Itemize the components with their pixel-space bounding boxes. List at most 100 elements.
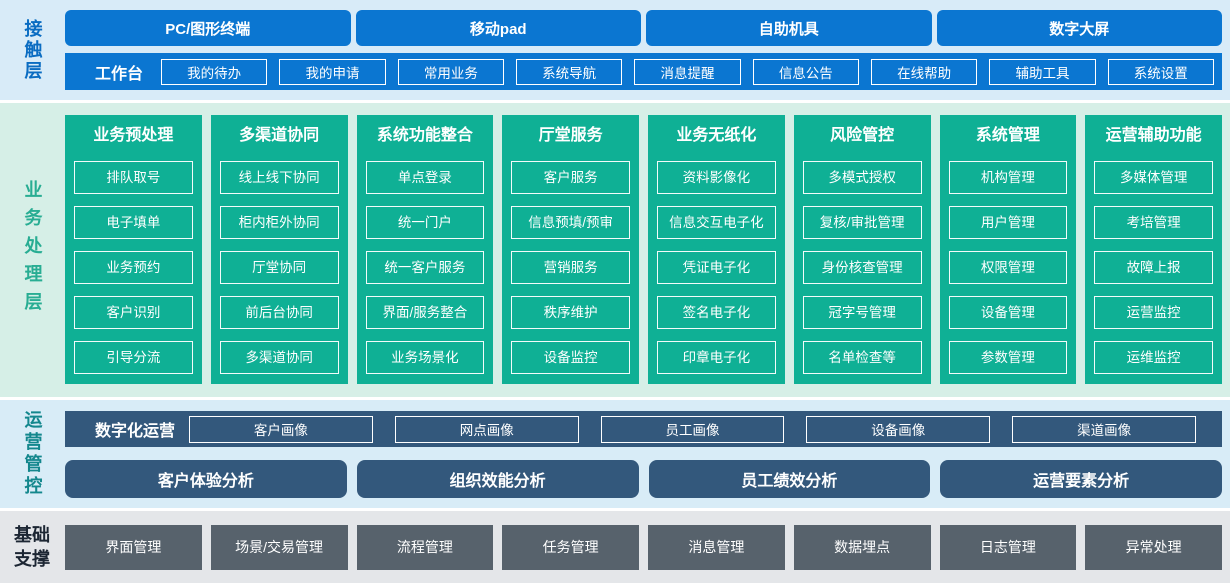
business-item-box: 参数管理 (948, 341, 1068, 374)
analysis-box: 组织效能分析 (356, 460, 639, 498)
workbench-box: 我的申请 (279, 58, 386, 85)
business-column: 多渠道协同线上线下协同柜内柜外协同厅堂协同前后台协同多渠道协同 (210, 115, 348, 384)
business-item-box: 用户管理 (948, 206, 1068, 239)
terminal-box: 自助机具 (646, 10, 932, 46)
portrait-box: 网点画像 (394, 415, 579, 443)
business-item-box: 设备管理 (948, 296, 1068, 329)
business-item-box: 单点登录 (365, 161, 485, 194)
business-item-box: 印章电子化 (657, 341, 776, 374)
foundation-box: 日志管理 (939, 524, 1077, 570)
business-column-title: 厅堂服务 (538, 127, 603, 144)
workbench-box: 辅助工具 (989, 58, 1096, 85)
workbench-box: 我的待办 (161, 58, 268, 85)
portrait-items: 客户画像网点画像员工画像设备画像渠道画像 (189, 415, 1222, 443)
foundation-box: 任务管理 (502, 524, 639, 570)
business-item-box: 签名电子化 (657, 296, 776, 329)
business-item-box: 前后台协同 (219, 296, 339, 329)
business-item-box: 电子填单 (74, 206, 193, 239)
business-column-title: 运营辅助功能 (1105, 127, 1202, 144)
business-item-box: 客户服务 (511, 161, 630, 194)
business-columns: 业务预处理排队取号电子填单业务预约客户识别引导分流多渠道协同线上线下协同柜内柜外… (65, 115, 1222, 384)
business-layer-label: 业务处理层 (22, 180, 43, 320)
portrait-box: 员工画像 (600, 415, 785, 443)
business-item-box: 凭证电子化 (657, 251, 776, 284)
workbench-box: 消息提醒 (634, 58, 741, 85)
foundation-row: 界面管理场景/交易管理流程管理任务管理消息管理数据埋点日志管理异常处理 (65, 524, 1222, 570)
operations-content: 数字化运营 客户画像网点画像员工画像设备画像渠道画像 客户体验分析组织效能分析员… (65, 400, 1230, 508)
business-item-box: 资料影像化 (657, 161, 776, 194)
business-column-title: 风险管控 (830, 127, 895, 144)
business-column: 运营辅助功能多媒体管理考培管理故障上报运营监控运维监控 (1085, 115, 1222, 384)
workbench-box: 常用业务 (397, 58, 504, 85)
business-column: 业务无纸化资料影像化信息交互电子化凭证电子化签名电子化印章电子化 (648, 115, 785, 384)
foundation-box: 场景/交易管理 (210, 524, 348, 570)
business-item-box: 多渠道协同 (219, 341, 339, 374)
business-layer-content: 业务预处理排队取号电子填单业务预约客户识别引导分流多渠道协同线上线下协同柜内柜外… (65, 103, 1230, 397)
business-item-box: 引导分流 (74, 341, 193, 374)
workbench-box: 系统导航 (516, 58, 623, 85)
portrait-box: 客户画像 (189, 415, 373, 443)
workbench-box: 系统设置 (1107, 58, 1214, 85)
business-item-box: 营销服务 (511, 251, 630, 284)
workbench-items: 我的待办我的申请常用业务系统导航消息提醒信息公告在线帮助辅助工具系统设置 (161, 58, 1214, 85)
foundation-box: 消息管理 (648, 524, 785, 570)
business-column-title: 业务预处理 (93, 127, 174, 144)
business-item-box: 信息交互电子化 (657, 206, 776, 239)
business-item-box: 冠字号管理 (802, 296, 922, 329)
terminal-box: 移动pad (355, 10, 641, 46)
business-column: 厅堂服务客户服务信息预填/预审营销服务秩序维护设备监控 (502, 115, 639, 384)
business-item-box: 身份核查管理 (802, 251, 922, 284)
business-item-box: 厅堂协同 (219, 251, 339, 284)
terminal-box: 数字大屏 (936, 10, 1222, 46)
business-column-title: 多渠道协同 (239, 127, 320, 144)
workbench-bar: 工作台 我的待办我的申请常用业务系统导航消息提醒信息公告在线帮助辅助工具系统设置 (65, 53, 1222, 90)
business-item-box: 权限管理 (948, 251, 1068, 284)
workbench-box: 在线帮助 (870, 58, 978, 85)
business-item-box: 运营监控 (1094, 296, 1213, 329)
business-item-box: 信息预填/预审 (511, 206, 630, 239)
workbench-box: 信息公告 (752, 58, 859, 85)
analysis-row: 客户体验分析组织效能分析员工绩效分析运营要素分析 (65, 460, 1222, 498)
business-item-box: 排队取号 (74, 161, 193, 194)
business-item-box: 统一门户 (365, 206, 485, 239)
foundation-box: 异常处理 (1085, 524, 1222, 570)
contact-layer-label: 接触层 (22, 18, 43, 82)
portrait-box: 渠道画像 (1012, 415, 1196, 443)
foundation-box: 数据埋点 (793, 524, 931, 570)
foundation-band: 基础支撑 界面管理场景/交易管理流程管理任务管理消息管理数据埋点日志管理异常处理 (0, 511, 1230, 583)
business-column-title: 系统管理 (975, 127, 1040, 144)
foundation-box: 流程管理 (356, 524, 494, 570)
business-item-box: 秩序维护 (511, 296, 630, 329)
business-item-box: 客户识别 (74, 296, 193, 329)
business-item-box: 设备监控 (511, 341, 630, 374)
business-item-box: 复核/审批管理 (802, 206, 922, 239)
business-item-box: 线上线下协同 (219, 161, 339, 194)
terminal-box: PC/图形终端 (65, 10, 351, 46)
business-column-title: 业务无纸化 (676, 127, 757, 144)
business-item-box: 名单检查等 (802, 341, 922, 374)
foundation-content: 界面管理场景/交易管理流程管理任务管理消息管理数据埋点日志管理异常处理 (65, 524, 1230, 570)
business-column-title: 系统功能整合 (376, 127, 473, 144)
analysis-box: 运营要素分析 (940, 460, 1222, 498)
workbench-label: 工作台 (95, 65, 144, 83)
business-layer-band: 业务处理层 业务预处理排队取号电子填单业务预约客户识别引导分流多渠道协同线上线下… (0, 103, 1230, 397)
operations-label: 运营管控 (22, 410, 43, 498)
business-item-box: 多模式授权 (802, 161, 922, 194)
business-item-box: 多媒体管理 (1094, 161, 1213, 194)
business-item-box: 运维监控 (1094, 341, 1213, 374)
business-item-box: 机构管理 (948, 161, 1068, 194)
analysis-box: 员工绩效分析 (648, 460, 931, 498)
foundation-box: 界面管理 (65, 524, 202, 570)
operations-band: 运营管控 数字化运营 客户画像网点画像员工画像设备画像渠道画像 客户体验分析组织… (0, 400, 1230, 508)
business-column: 系统功能整合单点登录统一门户统一客户服务界面/服务整合业务场景化 (356, 115, 494, 384)
portrait-box: 设备画像 (806, 415, 991, 443)
business-item-box: 考培管理 (1094, 206, 1213, 239)
business-item-box: 业务预约 (74, 251, 193, 284)
business-item-box: 业务场景化 (365, 341, 485, 374)
digital-operations-label: 数字化运营 (95, 423, 176, 440)
business-column: 系统管理机构管理用户管理权限管理设备管理参数管理 (939, 115, 1077, 384)
